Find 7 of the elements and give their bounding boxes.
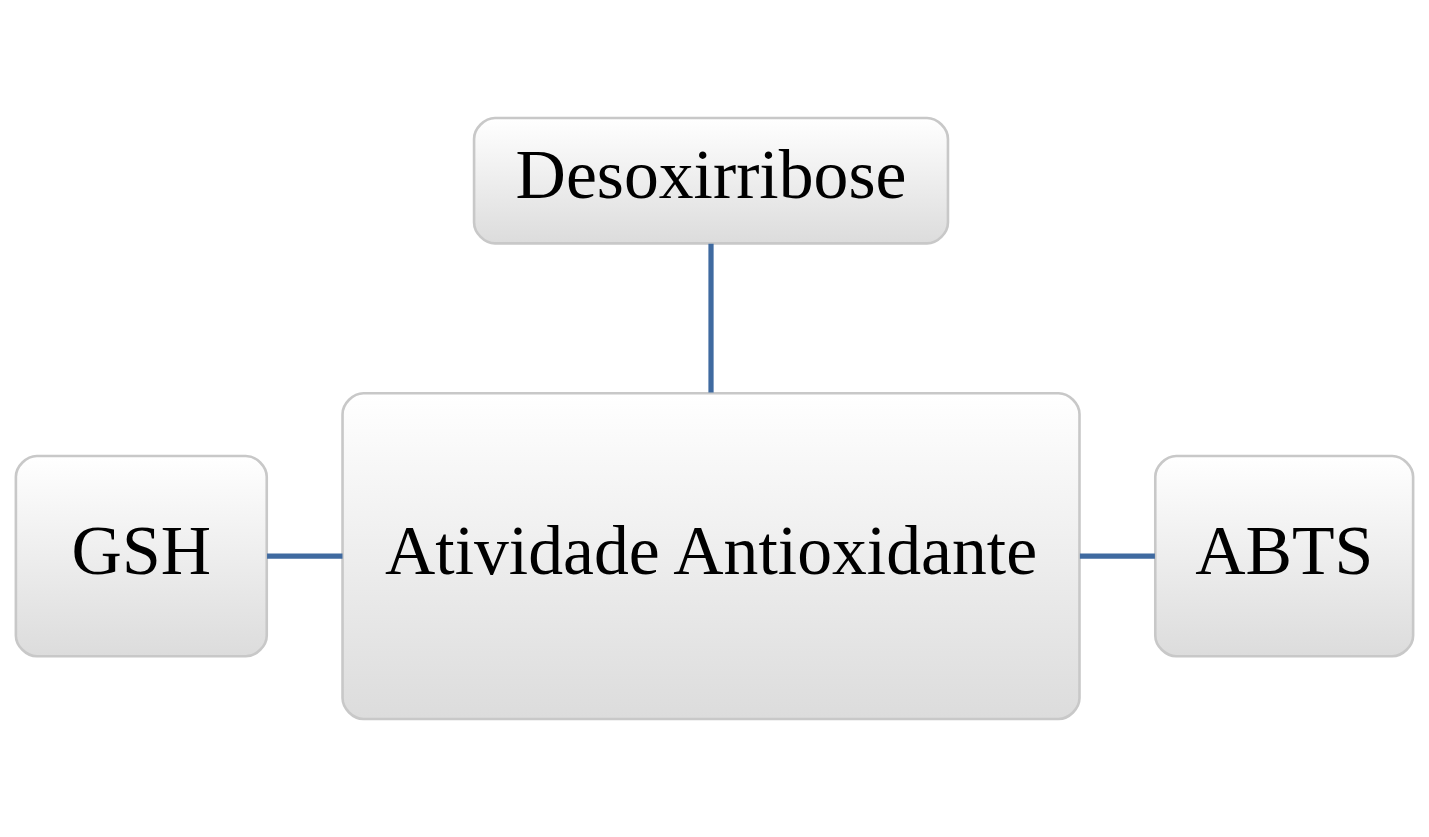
node-box: Atividade Antioxidante: [341, 391, 1081, 721]
node-box: Desoxirribose: [472, 116, 950, 245]
connector: [267, 553, 343, 559]
node-box: ABTS: [1153, 454, 1415, 658]
node-box: GSH: [14, 454, 269, 658]
connector: [708, 243, 714, 393]
connector: [1079, 553, 1155, 559]
